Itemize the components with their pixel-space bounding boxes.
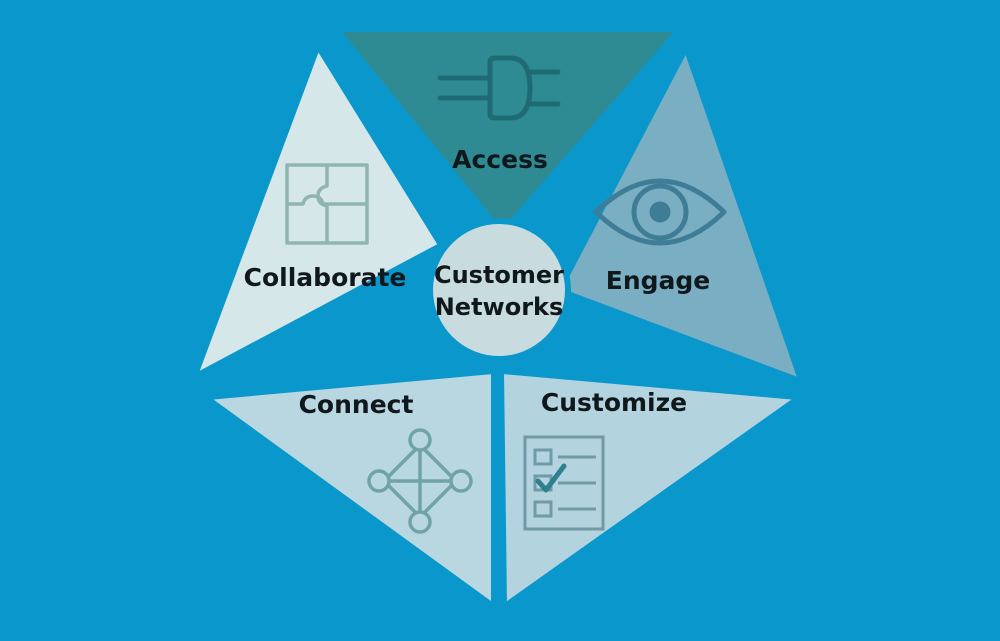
segment-label-collaborate: Collaborate <box>244 263 407 292</box>
segment-customize <box>500 370 799 607</box>
segment-collaborate <box>194 46 442 377</box>
puzzle-icon <box>285 163 369 245</box>
segment-label-connect: Connect <box>299 390 414 419</box>
segment-access <box>336 28 680 234</box>
segment-label-access: Access <box>452 145 548 174</box>
segment-engage <box>558 48 802 382</box>
segment-label-customize: Customize <box>541 388 687 417</box>
segment-label-engage: Engage <box>606 266 711 295</box>
eye-icon <box>593 178 727 246</box>
plug-icon <box>437 55 561 121</box>
center-label-line1: Customer <box>434 261 564 289</box>
center-label-line2: Networks <box>435 293 564 321</box>
center-hub <box>427 218 571 362</box>
checklist-icon <box>523 435 605 531</box>
network-nodes-icon <box>367 428 473 534</box>
